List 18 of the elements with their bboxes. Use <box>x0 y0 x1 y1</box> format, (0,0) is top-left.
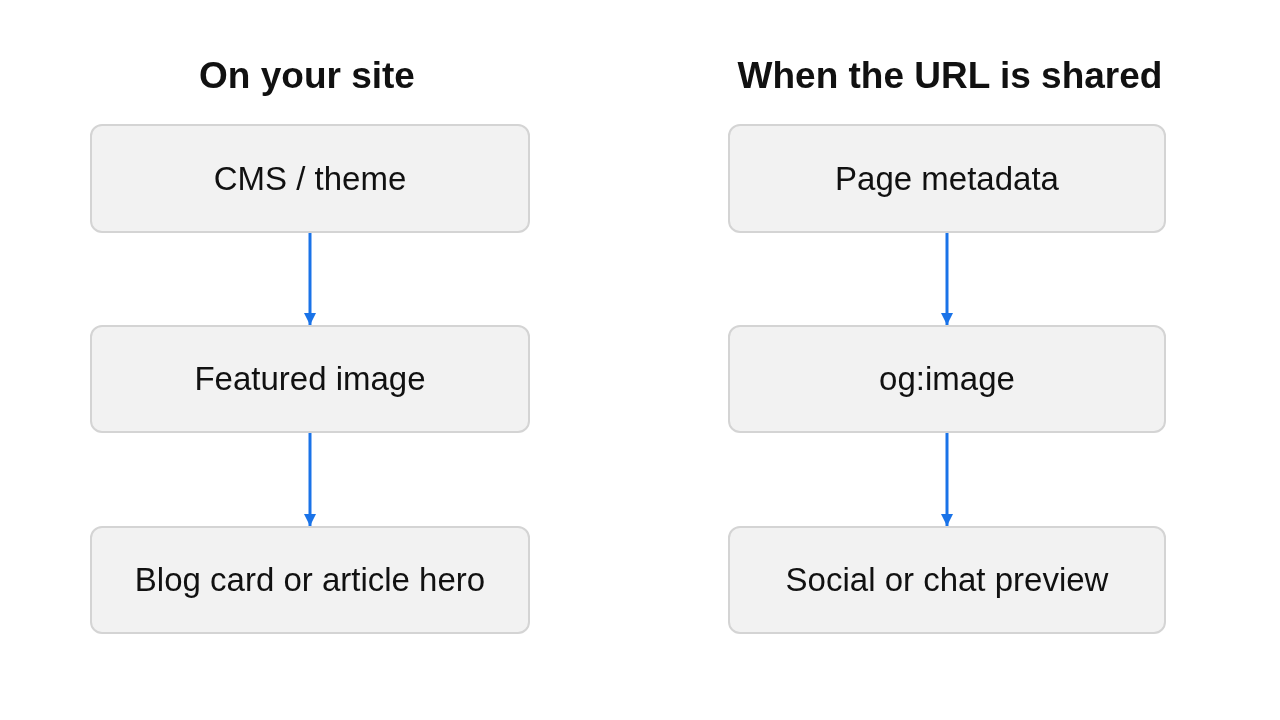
box-label: og:image <box>879 359 1015 400</box>
process-box <box>90 124 530 233</box>
arrow <box>941 233 953 325</box>
arrow <box>941 433 953 526</box>
box-label: Featured image <box>194 359 426 400</box>
process-box <box>728 526 1166 634</box>
process-box <box>90 526 530 634</box>
column-heading: When the URL is shared <box>737 54 1163 98</box>
box-label: Page metadata <box>835 158 1059 199</box>
box-label: Social or chat preview <box>785 560 1109 601</box>
process-box <box>728 325 1166 433</box>
process-box <box>728 124 1166 233</box>
arrow <box>304 433 316 526</box>
box-label: Blog card or article hero <box>134 560 486 601</box>
process-box <box>90 325 530 433</box>
box-label: CMS / theme <box>213 158 407 199</box>
column-heading: On your site <box>199 54 415 98</box>
arrow <box>304 233 316 325</box>
